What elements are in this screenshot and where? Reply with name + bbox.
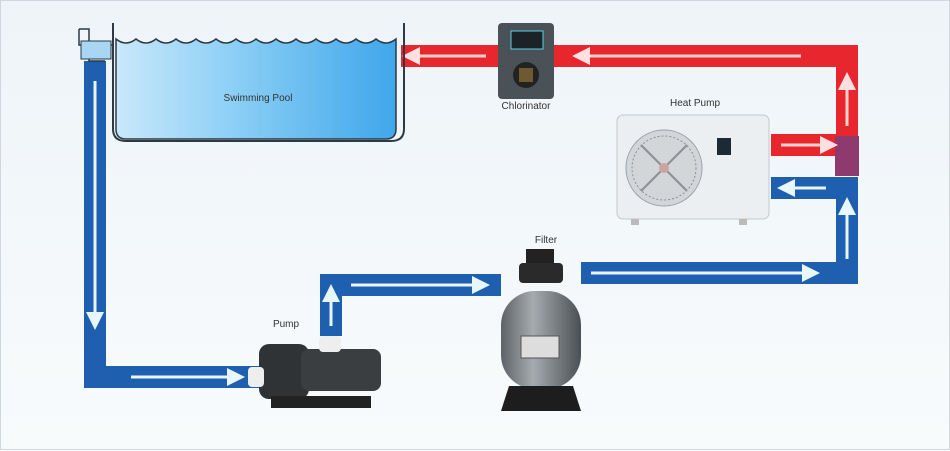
chlorinator-label: Chlorinator — [501, 101, 551, 112]
pool-label: Swimming Pool — [223, 93, 293, 104]
chlorinator — [498, 23, 554, 99]
heat-pump-label: Heat Pump — [669, 98, 721, 109]
sand-filter — [501, 249, 581, 411]
heat-pump — [616, 114, 770, 225]
pipe-pump-to-filter — [320, 274, 501, 336]
flow-arrows — [86, 81, 856, 386]
water-pump — [248, 336, 381, 408]
pump-label: Pump — [272, 319, 300, 330]
pipe-valve-junction — [835, 136, 859, 176]
swimming-pool — [78, 23, 405, 142]
filter-label: Filter — [534, 235, 558, 246]
